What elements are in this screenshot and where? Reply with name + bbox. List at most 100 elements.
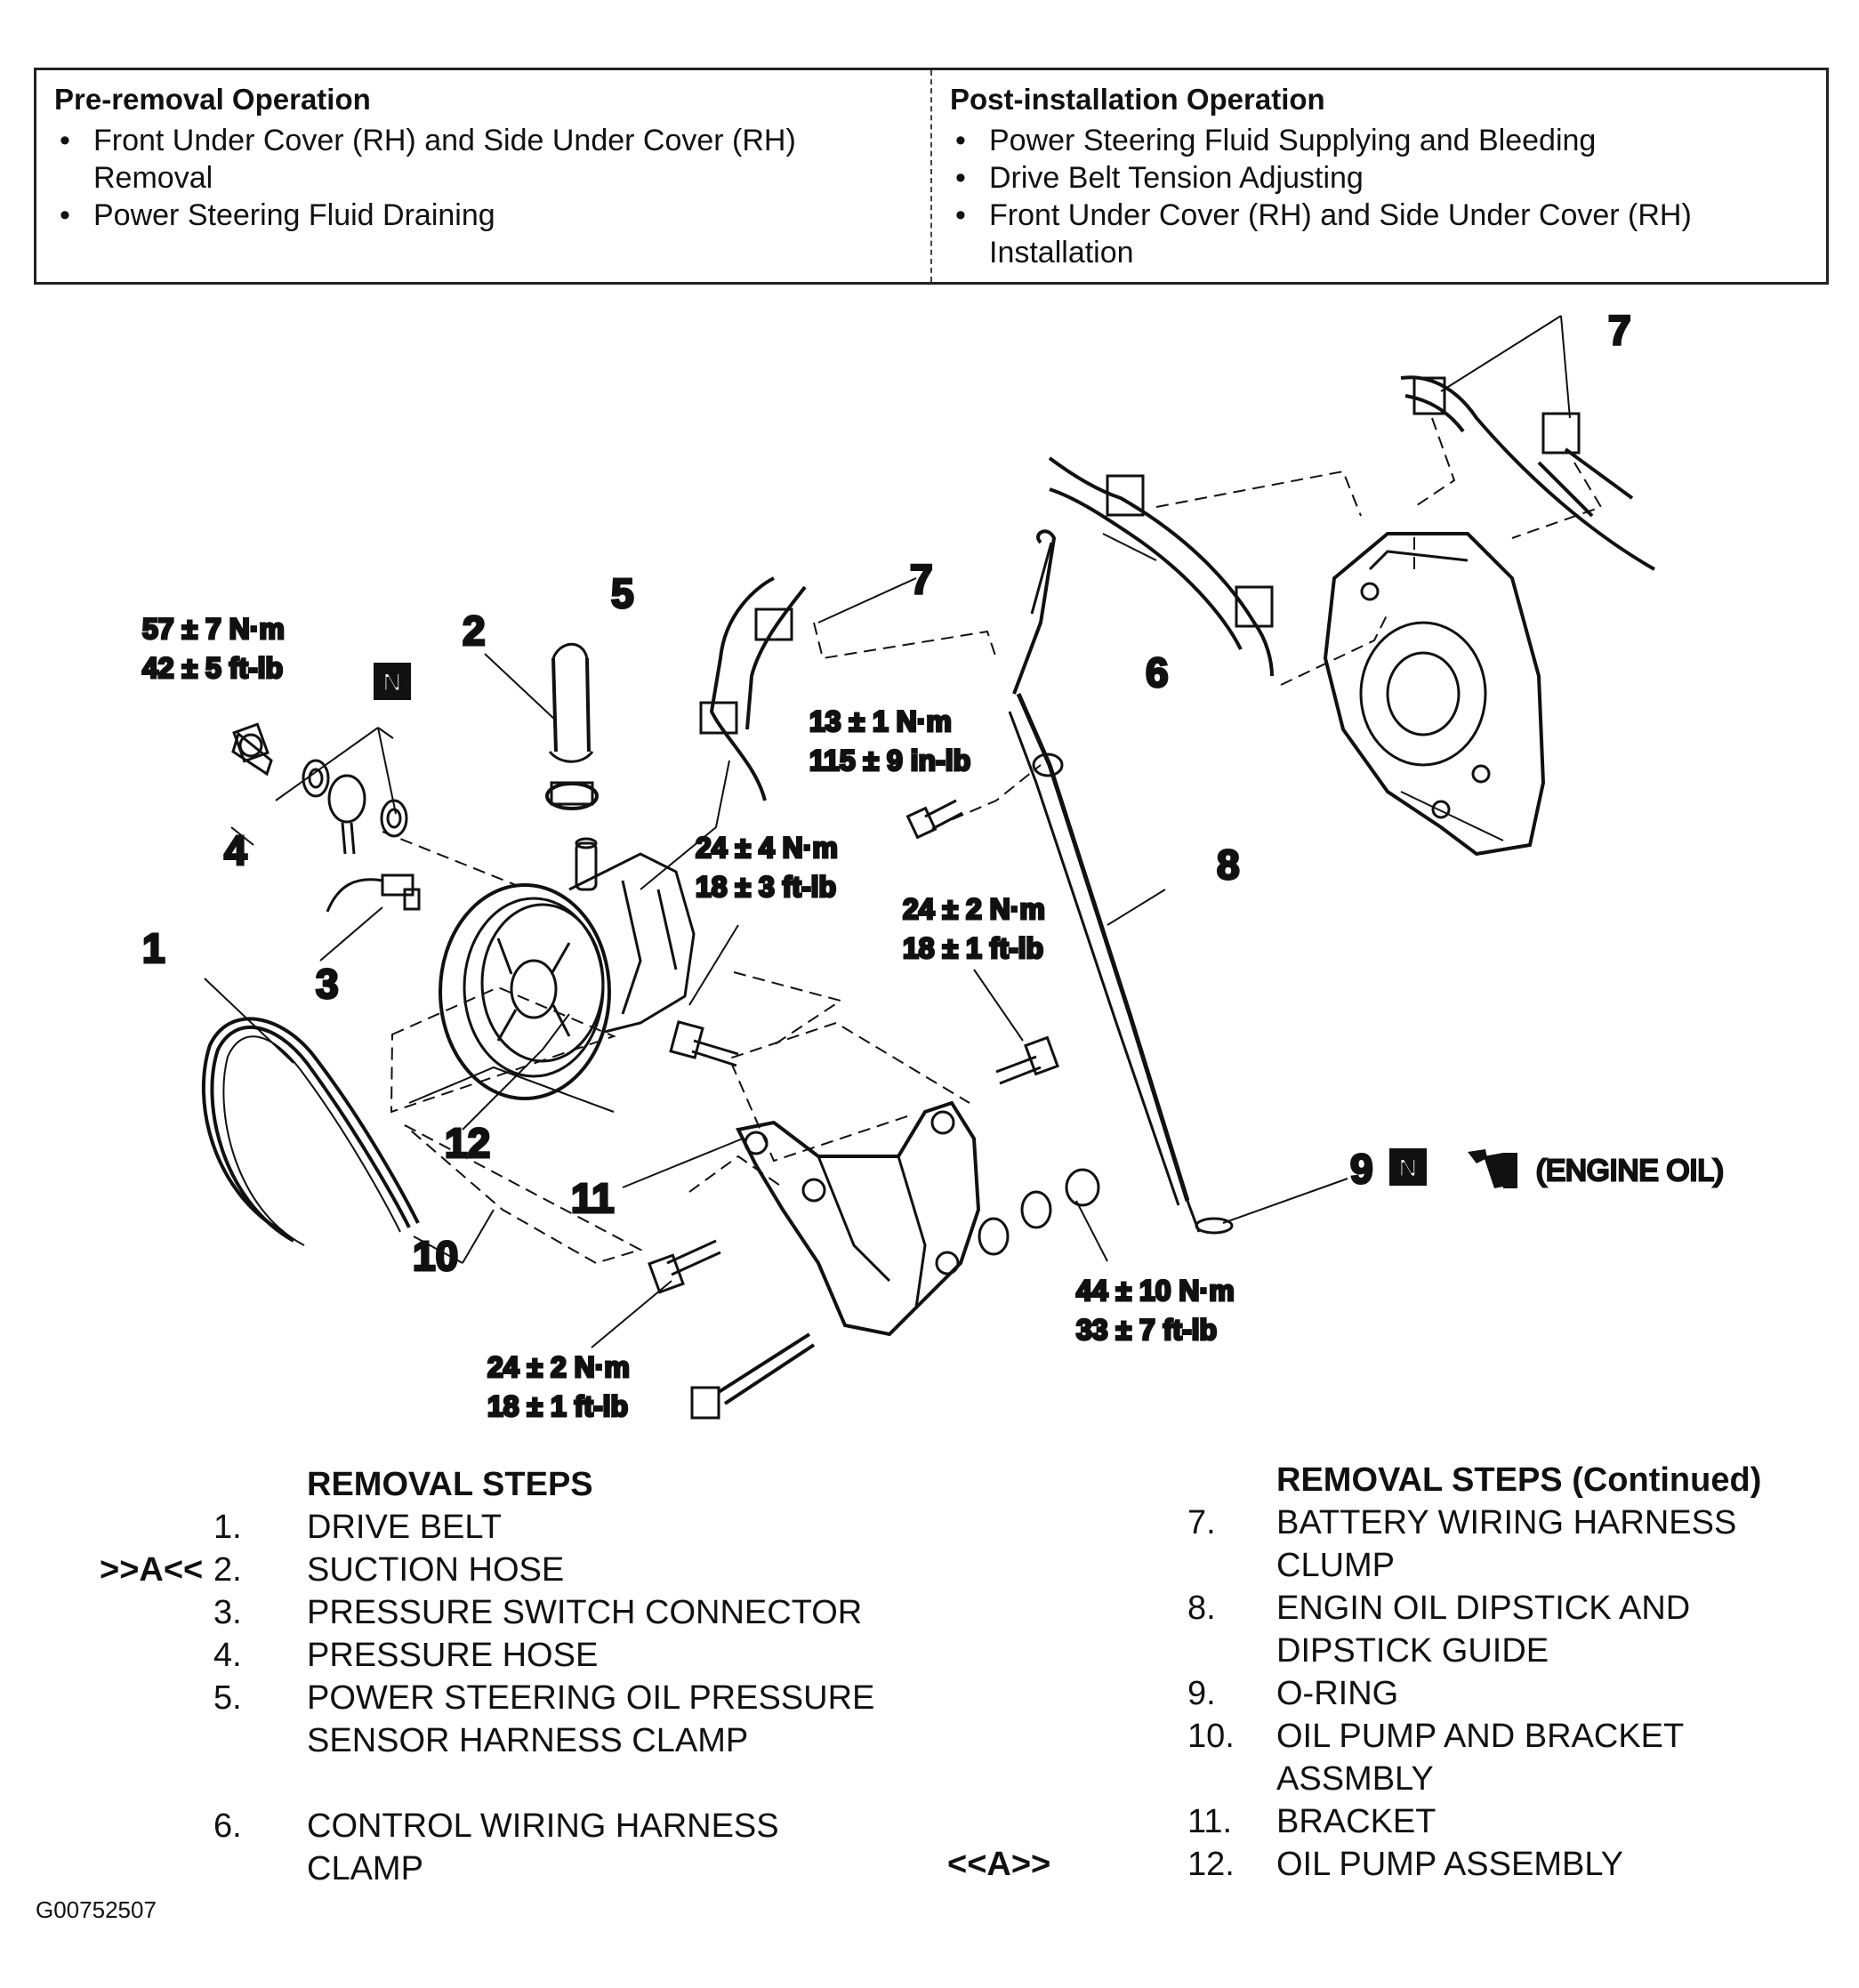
removal-steps-title: REMOVAL STEPS — [307, 1466, 593, 1503]
bracket — [736, 1100, 981, 1337]
step-marker: >>A<< — [100, 1551, 204, 1589]
harness-clamps-6-7 — [1048, 375, 1655, 677]
callout-3: 3 — [316, 961, 339, 1007]
step-item: 1. DRIVE BELT — [71, 1506, 961, 1549]
torque-nm: 24 ± 2 N·m — [487, 1351, 630, 1383]
torque-imperial: 115 ± 9 in-lb — [809, 744, 970, 777]
step-number: 9. — [1187, 1675, 1216, 1712]
step-number: 5. — [213, 1679, 242, 1717]
torque-spec-6: 24 ± 2 N·m 18 ± 1 ft-lb — [487, 1350, 632, 1424]
step-item: 10. OIL PUMP AND BRACKET ASSMBLY — [943, 1715, 1850, 1800]
torque-imperial: 18 ± 3 ft-lb — [696, 871, 836, 903]
step-item: <<A>> 12. OIL PUMP ASSEMBLY — [943, 1843, 1850, 1886]
harness-clamp-5 — [699, 576, 807, 801]
post-installation-item: Front Under Cover (RH) and Side Under Co… — [950, 197, 1807, 271]
post-installation-title: Post-installation Operation — [950, 83, 1325, 116]
step-item: 3. PRESSURE SWITCH CONNECTOR — [71, 1591, 961, 1634]
bolts — [232, 722, 1059, 1420]
step-number: 8. — [1187, 1590, 1216, 1627]
step-item: >>A<< 2. SUCTION HOSE — [71, 1549, 961, 1591]
torque-nm: 57 ± 7 N·m — [142, 613, 285, 645]
step-number: 11. — [1187, 1803, 1233, 1840]
pre-removal-title: Pre-removal Operation — [54, 83, 371, 116]
callout-9: 9 — [1350, 1146, 1373, 1192]
step-item: 9. O-RING — [943, 1672, 1850, 1715]
callout-10: 10 — [413, 1233, 458, 1279]
torque-spec-2: 13 ± 1 N·m 115 ± 9 in-lb — [809, 704, 972, 778]
pre-removal-panel: Pre-removal Operation Front Under Cover … — [36, 70, 930, 282]
step-marker: <<A>> — [947, 1846, 1051, 1883]
step-number: 12. — [1187, 1846, 1235, 1883]
pre-removal-item: Front Under Cover (RH) and Side Under Co… — [54, 122, 894, 197]
step-item: 4. PRESSURE HOSE — [71, 1634, 961, 1677]
step-text: DRIVE BELT — [307, 1509, 502, 1546]
dipstick-and-guide — [1008, 529, 1201, 1233]
operations-table: Pre-removal Operation Front Under Cover … — [34, 68, 1829, 285]
torque-imperial: 18 ± 1 ft-lb — [487, 1390, 628, 1422]
spacers — [978, 1168, 1100, 1256]
step-number: 10. — [1187, 1718, 1235, 1755]
step-number: 3. — [213, 1594, 242, 1631]
torque-imperial: 42 ± 5 ft-lb — [142, 652, 283, 684]
post-installation-panel: Post-installation Operation Power Steeri… — [930, 70, 1826, 282]
step-number: 1. — [213, 1509, 242, 1546]
step-text: BRACKET — [1276, 1803, 1436, 1840]
post-installation-item: Power Steering Fluid Supplying and Bleed… — [950, 122, 1808, 159]
step-number: 4. — [213, 1637, 242, 1674]
step-text: PRESSURE HOSE — [307, 1637, 599, 1674]
figure-id: G00752507 — [36, 1896, 157, 1923]
o-ring — [1195, 1217, 1234, 1235]
engine-oil-note: (ENGINE OIL) — [1536, 1154, 1724, 1187]
new-part-badge-9: N — [1389, 1148, 1427, 1186]
oil-can-icon — [1468, 1149, 1517, 1188]
step-number: 6. — [213, 1807, 242, 1845]
pressure-hose — [231, 731, 408, 855]
callout-12: 12 — [445, 1120, 490, 1166]
callout-6: 6 — [1146, 649, 1169, 696]
torque-nm: 13 ± 1 N·m — [809, 705, 952, 737]
torque-spec-1: 57 ± 7 N·m 42 ± 5 ft-lb — [141, 612, 286, 686]
torque-spec-3: 24 ± 4 N·m 18 ± 3 ft-lb — [695, 831, 840, 905]
drive-belt — [201, 1017, 420, 1246]
callout-11: 11 — [571, 1175, 615, 1221]
step-item: 11. BRACKET — [943, 1800, 1850, 1843]
pre-removal-item: Power Steering Fluid Draining — [54, 197, 913, 234]
post-installation-item: Drive Belt Tension Adjusting — [950, 159, 1808, 197]
step-item: 8. ENGIN OIL DIPSTICK AND DIPSTICK GUIDE — [943, 1587, 1850, 1672]
new-part-badge-4: N — [374, 663, 411, 700]
badge-label: N — [382, 668, 402, 697]
torque-spec-5: 44 ± 10 N·m 33 ± 7 ft-lb — [1075, 1274, 1236, 1348]
step-number: 2. — [213, 1551, 242, 1589]
timing-cover — [1323, 532, 1546, 857]
step-text: SUCTION HOSE — [307, 1551, 565, 1589]
removal-steps-left: REMOVAL STEPS 1. DRIVE BELT >>A<< 2. SUC… — [71, 1463, 961, 1890]
torque-spec-4: 24 ± 2 N·m 18 ± 1 ft-lb — [902, 892, 1047, 966]
callout-4: 4 — [224, 827, 247, 873]
callout-1: 1 — [142, 925, 165, 971]
step-text: OIL PUMP ASSEMBLY — [1276, 1846, 1624, 1883]
step-number: 7. — [1187, 1504, 1216, 1541]
callout-2: 2 — [463, 608, 486, 654]
torque-nm: 24 ± 2 N·m — [903, 893, 1045, 925]
callout-5: 5 — [611, 570, 634, 616]
step-item: 7. BATTERY WIRING HARNESS CLUMP — [943, 1501, 1850, 1587]
step-text: ENGIN OIL DIPSTICK AND DIPSTICK GUIDE — [1276, 1590, 1691, 1670]
torque-imperial: 18 ± 1 ft-lb — [903, 932, 1043, 964]
suction-hose — [545, 642, 599, 810]
torque-imperial: 33 ± 7 ft-lb — [1076, 1314, 1217, 1346]
step-text: PRESSURE SWITCH CONNECTOR — [307, 1594, 863, 1631]
step-item: 5. POWER STEERING OIL PRESSURE SENSOR HA… — [71, 1677, 961, 1805]
removal-steps-continued-title: REMOVAL STEPS (Continued) — [1276, 1461, 1762, 1499]
step-text: CONTROL WIRING HARNESS CLAMP — [307, 1807, 779, 1887]
torque-nm: 24 ± 4 N·m — [696, 832, 838, 864]
removal-steps-right: REMOVAL STEPS (Continued) 7. BATTERY WIR… — [943, 1459, 1850, 1886]
step-item: 6. CONTROL WIRING HARNESS CLAMP — [71, 1805, 961, 1890]
callout-7-left: 7 — [910, 556, 933, 602]
step-text: O-RING — [1276, 1675, 1399, 1712]
badge-label: N — [1398, 1154, 1418, 1183]
leader-lines — [204, 315, 1603, 1348]
callout-7-right: 7 — [1608, 307, 1631, 353]
oil-pump-assembly — [439, 837, 696, 1100]
step-text: OIL PUMP AND BRACKET ASSMBLY — [1276, 1718, 1684, 1798]
